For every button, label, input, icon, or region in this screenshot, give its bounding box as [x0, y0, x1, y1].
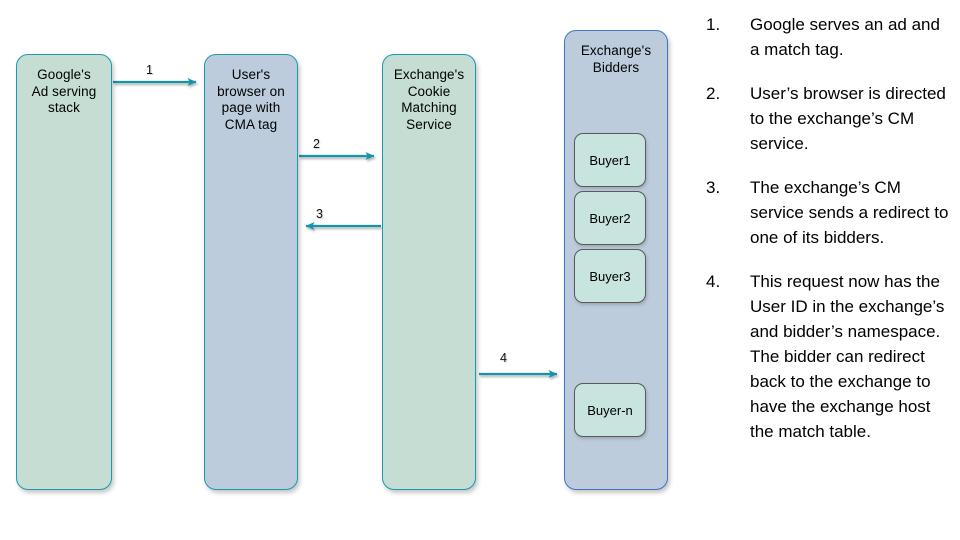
buyer-box-buyer1-label: Buyer1 — [589, 152, 631, 168]
buyer-box-buyer3-label: Buyer3 — [589, 268, 631, 284]
node-user-browser[interactable]: User's browser on page with CMA tag — [204, 54, 298, 490]
node-exchange-bidders-label: Exchange's Bidders — [580, 43, 652, 75]
arrow-3-label: 3 — [316, 207, 323, 221]
buyer-box-buyer2[interactable]: Buyer2 — [574, 191, 646, 245]
buyer-box-buyer2-label: Buyer2 — [589, 210, 631, 226]
step-4-number: 4. — [706, 272, 721, 291]
step-4-text: This request now has the User ID in the … — [750, 272, 945, 441]
step-3-number: 3. — [706, 178, 721, 197]
list-item: 1. Google serves an ad and a match tag. — [706, 12, 954, 62]
arrow-2-label: 2 — [313, 137, 320, 151]
arrow-1-label: 1 — [146, 63, 153, 77]
buyer-box-buyer-n[interactable]: Buyer-n — [574, 383, 646, 437]
list-item: 2. User’s browser is directed to the exc… — [706, 81, 954, 156]
node-exchange-cookie-matching-service-label: Exchange's Cookie Matching Service — [393, 67, 465, 132]
buyer-box-buyer-n-label: Buyer-n — [587, 402, 633, 418]
arrow-4-label: 4 — [500, 351, 507, 365]
node-exchange-cookie-matching-service[interactable]: Exchange's Cookie Matching Service — [382, 54, 476, 490]
step-3-text: The exchange’s CM service sends a redire… — [750, 178, 949, 247]
step-1-number: 1. — [706, 15, 721, 34]
step-2-text: User’s browser is directed to the exchan… — [750, 84, 946, 153]
step-2-number: 2. — [706, 84, 721, 103]
list-item: 3. The exchange’s CM service sends a red… — [706, 175, 954, 250]
node-user-browser-label: User's browser on page with CMA tag — [217, 67, 285, 132]
node-google-ad-serving-stack[interactable]: Google's Ad serving stack — [16, 54, 112, 490]
list-item: 4. This request now has the User ID in t… — [706, 269, 954, 444]
buyer-box-buyer1[interactable]: Buyer1 — [574, 133, 646, 187]
step-1-text: Google serves an ad and a match tag. — [750, 15, 940, 59]
steps-list: 1. Google serves an ad and a match tag. … — [706, 12, 954, 463]
node-google-ad-serving-stack-label: Google's Ad serving stack — [31, 67, 97, 115]
buyer-box-buyer3[interactable]: Buyer3 — [574, 249, 646, 303]
